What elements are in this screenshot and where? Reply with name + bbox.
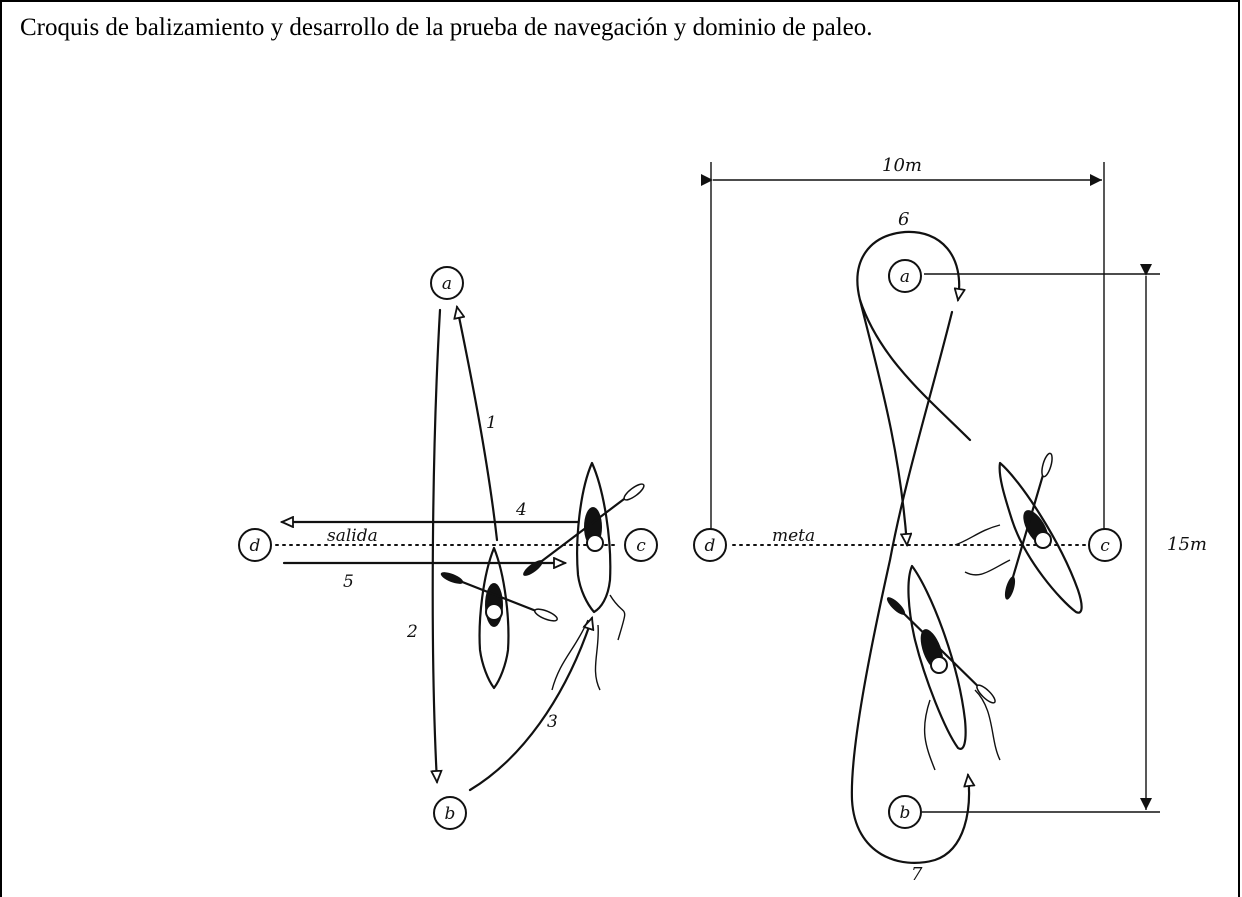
left-buoy-d: d [238, 528, 272, 562]
finish-label: meta [772, 526, 815, 546]
step-2-label: 2 [406, 622, 418, 642]
step-4-label: 4 [515, 500, 527, 520]
route-6 [856, 230, 972, 442]
svg-text:d: d [705, 536, 716, 556]
left-buoy-a: a [430, 266, 464, 300]
width-label: 10m [882, 155, 922, 176]
left-buoy-b: b [433, 796, 467, 830]
step-3-label: 3 [547, 712, 558, 732]
svg-text:b: b [445, 804, 456, 824]
svg-text:c: c [1100, 536, 1110, 556]
right-buoy-d: d [693, 528, 727, 562]
kayak-icon [440, 546, 558, 690]
left-buoy-c: c [624, 528, 658, 562]
svg-text:a: a [900, 267, 910, 287]
svg-text:d: d [250, 536, 261, 556]
figure-caption: Croquis de balizamiento y desarrollo de … [20, 14, 873, 41]
svg-text:b: b [900, 803, 911, 823]
route-2 [433, 308, 440, 782]
kayak-icon [523, 461, 645, 691]
route-7 [850, 310, 969, 864]
step-6-label: 6 [898, 209, 909, 230]
right-buoy-a: a [888, 259, 922, 293]
svg-text:a: a [442, 274, 452, 294]
kayak-icon [954, 452, 1083, 614]
left-course: a b c d salida 1 2 3 4 5 [238, 266, 658, 830]
route-1 [457, 307, 499, 542]
height-label: 15m [1167, 534, 1207, 555]
right-buoy-c: c [1088, 528, 1122, 562]
svg-text:c: c [636, 536, 646, 556]
right-buoy-b: b [888, 795, 922, 829]
step-1-label: 1 [486, 413, 497, 433]
start-label: salida [327, 526, 378, 546]
step-5-label: 5 [343, 572, 354, 592]
route-return [858, 298, 907, 545]
right-course: 10m 15m a b c d meta 6 7 [693, 155, 1207, 885]
route-3 [468, 618, 592, 792]
step-7-label: 7 [911, 864, 923, 885]
kayak-icon [886, 564, 1001, 771]
